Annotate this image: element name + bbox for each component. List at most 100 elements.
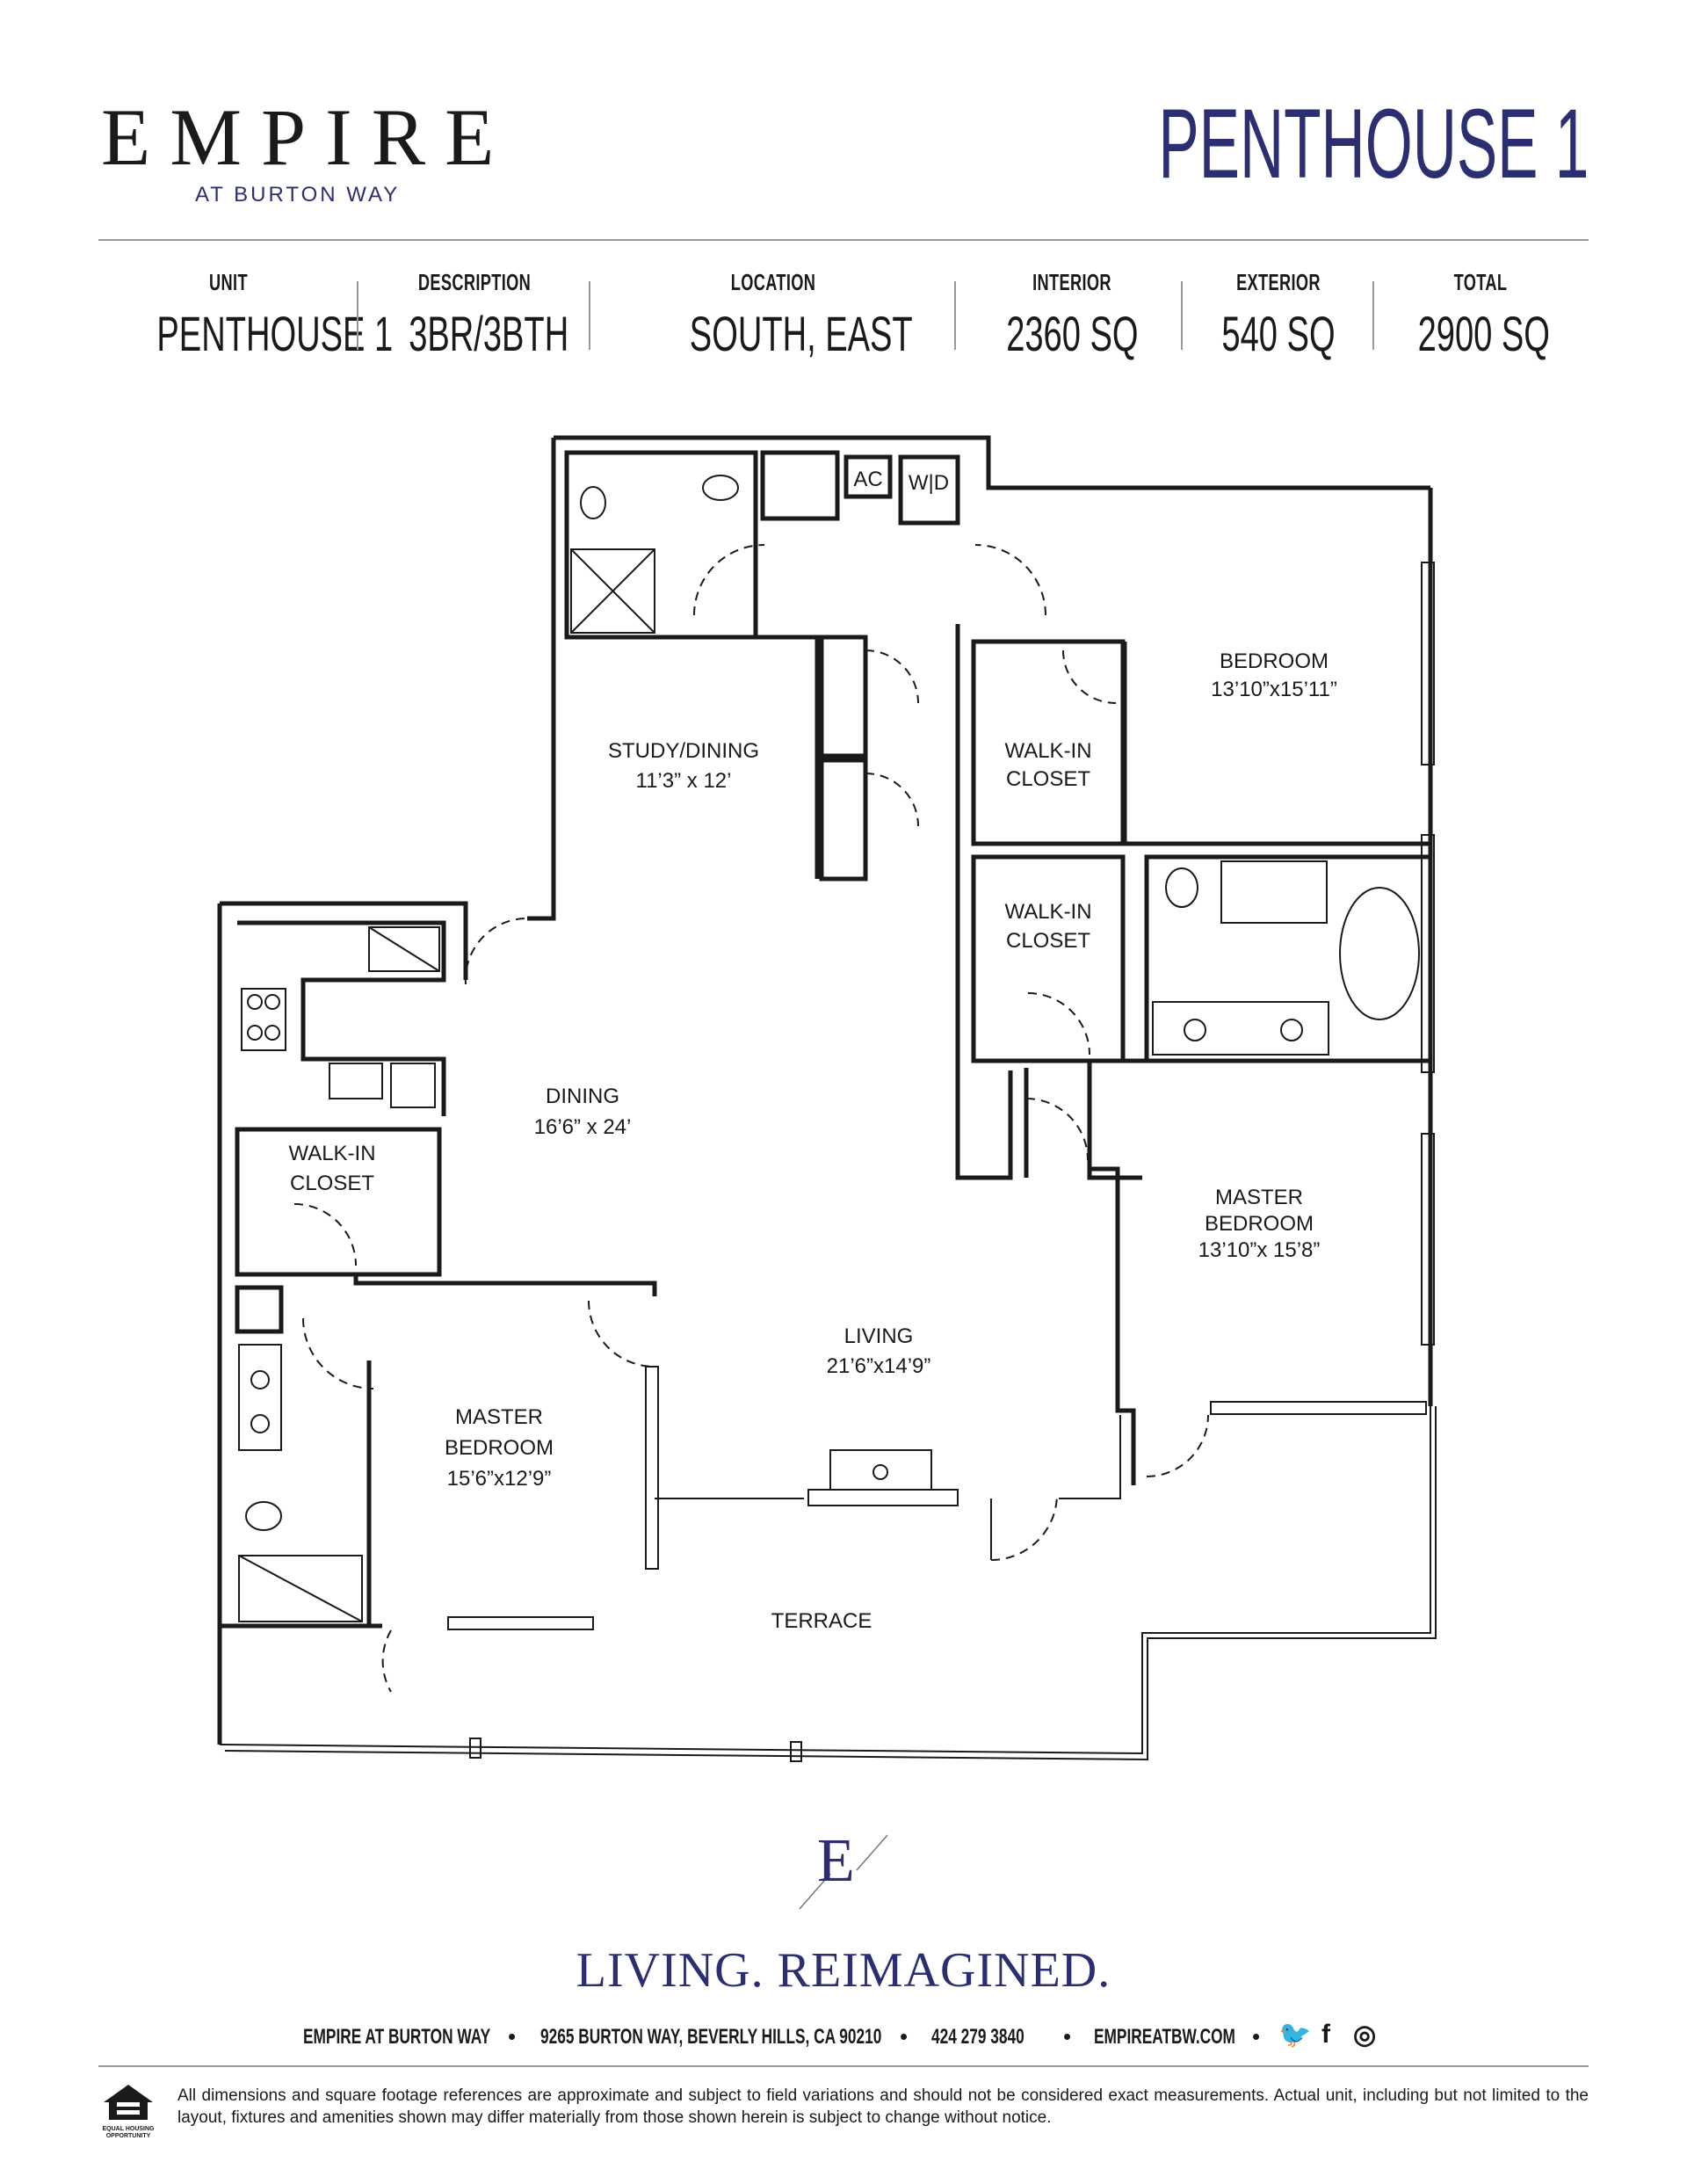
spec-label: DESCRIPTION — [417, 269, 532, 295]
brand-tagline: AT BURTON WAY — [195, 183, 401, 207]
door-swing — [1025, 1098, 1089, 1161]
range — [241, 988, 286, 1051]
ac-closet — [844, 454, 893, 499]
sink — [1280, 1019, 1303, 1041]
room-size: 11’3” x 12’ — [636, 769, 732, 793]
contact-name: EMPIRE AT BURTON WAY — [303, 2025, 491, 2049]
spec-label: EXTERIOR — [1236, 269, 1321, 295]
kitchen-counter — [237, 920, 446, 1116]
window — [807, 1489, 959, 1506]
spec-separator — [1372, 281, 1374, 350]
room-label: BEDROOM — [445, 1436, 554, 1460]
room-label: STUDY/DINING — [608, 739, 759, 763]
room-label: CLOSET — [290, 1172, 374, 1195]
wall — [1087, 1061, 1142, 1180]
e-logo-mark — [799, 1834, 888, 1910]
spec-interior: INTERIOR 2360 SQ — [975, 269, 1169, 362]
wall — [760, 450, 840, 521]
burner — [247, 1025, 263, 1041]
wall — [235, 1285, 284, 1334]
instagram-icon[interactable]: ◎ — [1353, 2021, 1377, 2050]
room-size: 15’6”x12’9” — [447, 1467, 552, 1491]
contact-phone: 424 279 3840 — [931, 2025, 1025, 2049]
vanity — [238, 1344, 282, 1451]
spec-total: TOTAL 2900 SQ — [1388, 269, 1573, 362]
shower — [238, 1555, 363, 1622]
wall — [353, 1274, 657, 1296]
contact-website[interactable]: EMPIREATBW.COM — [1094, 2025, 1235, 2049]
wall — [554, 435, 1430, 490]
spec-value: 2360 SQ — [1006, 306, 1139, 361]
room-size: 13’10”x 15’8” — [1198, 1238, 1321, 1262]
room-label: DINING — [546, 1085, 619, 1108]
walk-in-closet — [971, 854, 1126, 1063]
contact-address: 9265 BURTON WAY, BEVERLY HILLS, CA 90210 — [540, 2025, 882, 2049]
ac-label: AC — [853, 468, 882, 491]
toilet — [245, 1501, 282, 1531]
room-label: CLOSET — [1006, 929, 1090, 953]
sink — [1184, 1019, 1206, 1041]
window — [645, 1366, 659, 1570]
room-label: MASTER — [455, 1405, 543, 1429]
equal-housing-logo: EQUAL HOUSING OPPORTUNITY — [98, 2083, 158, 2140]
wall — [527, 438, 556, 921]
header-divider — [98, 239, 1589, 241]
window — [1059, 1415, 1121, 1499]
room-label: WALK-IN — [1004, 900, 1091, 924]
terrace-railing — [219, 1406, 1431, 1755]
burner — [247, 994, 263, 1010]
fireplace-mark — [872, 1464, 888, 1480]
door-swing — [865, 773, 919, 827]
fridge — [368, 926, 440, 972]
sink — [250, 1370, 270, 1389]
wd-closet — [898, 454, 960, 526]
door-swing — [865, 649, 919, 704]
spec-location: LOCATION SOUTH, EAST — [650, 269, 913, 362]
contact-separator: • — [900, 2023, 909, 2050]
spec-value: 540 SQ — [1221, 306, 1336, 361]
door-swing — [1062, 649, 1117, 704]
door-swing — [381, 1629, 392, 1693]
burner — [264, 994, 280, 1010]
logo-slash — [856, 1834, 888, 1871]
railing-post — [469, 1738, 481, 1759]
fridge-mark — [368, 926, 440, 972]
room-label: WALK-IN — [288, 1142, 375, 1165]
wall — [220, 901, 468, 980]
eho-label: EQUAL HOUSING OPPORTUNITY — [102, 2126, 155, 2139]
vanity — [1152, 1001, 1329, 1056]
contact-separator: • — [1252, 2023, 1261, 2050]
sink — [250, 1414, 270, 1433]
burner — [264, 1025, 280, 1041]
terrace-railing — [224, 1406, 1437, 1761]
wall — [1088, 1166, 1136, 1485]
room-label: BEDROOM — [1220, 649, 1329, 673]
spec-label: LOCATION — [730, 269, 816, 295]
room-size: 13’10”x15’11” — [1211, 678, 1337, 701]
spec-label: UNIT — [209, 269, 248, 295]
twitter-icon[interactable]: 🐦 — [1278, 2021, 1312, 2050]
disclaimer-text: All dimensions and square footage refere… — [177, 2086, 1589, 2127]
facebook-icon[interactable]: f — [1321, 2020, 1330, 2049]
room-label: WALK-IN — [1004, 739, 1091, 763]
e-logo-letter: E — [817, 1827, 855, 1895]
unit-title: PENTHOUSE 1 — [1157, 89, 1589, 199]
door-swing — [1146, 1414, 1209, 1477]
floor-plan: AC W|D — [217, 435, 1437, 1762]
door-swing — [293, 1203, 357, 1266]
kitchen-sink — [329, 1063, 383, 1099]
wall — [955, 624, 1013, 1180]
dishwasher — [390, 1063, 436, 1108]
room-label: BEDROOM — [1205, 1212, 1314, 1236]
window — [1421, 562, 1435, 765]
house-icon — [104, 2085, 153, 2120]
window — [447, 1616, 594, 1630]
wd-label: W|D — [909, 471, 949, 495]
spec-description: DESCRIPTION 3BR/3BTH — [378, 269, 571, 362]
closet — [819, 758, 868, 882]
shower — [1220, 860, 1328, 924]
brand-logo: EMPIRE — [101, 92, 514, 182]
bathtub — [1339, 887, 1420, 1020]
room-label: LIVING — [844, 1324, 914, 1348]
contact-separator: • — [508, 2023, 517, 2050]
